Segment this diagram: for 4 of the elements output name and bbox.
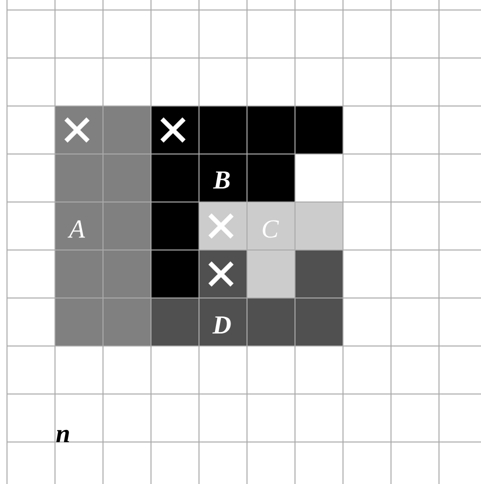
cell-letter: B xyxy=(213,171,230,189)
cell-letter: n xyxy=(56,430,69,442)
cell-letter: A xyxy=(68,220,86,238)
cell-letter: D xyxy=(212,316,231,334)
